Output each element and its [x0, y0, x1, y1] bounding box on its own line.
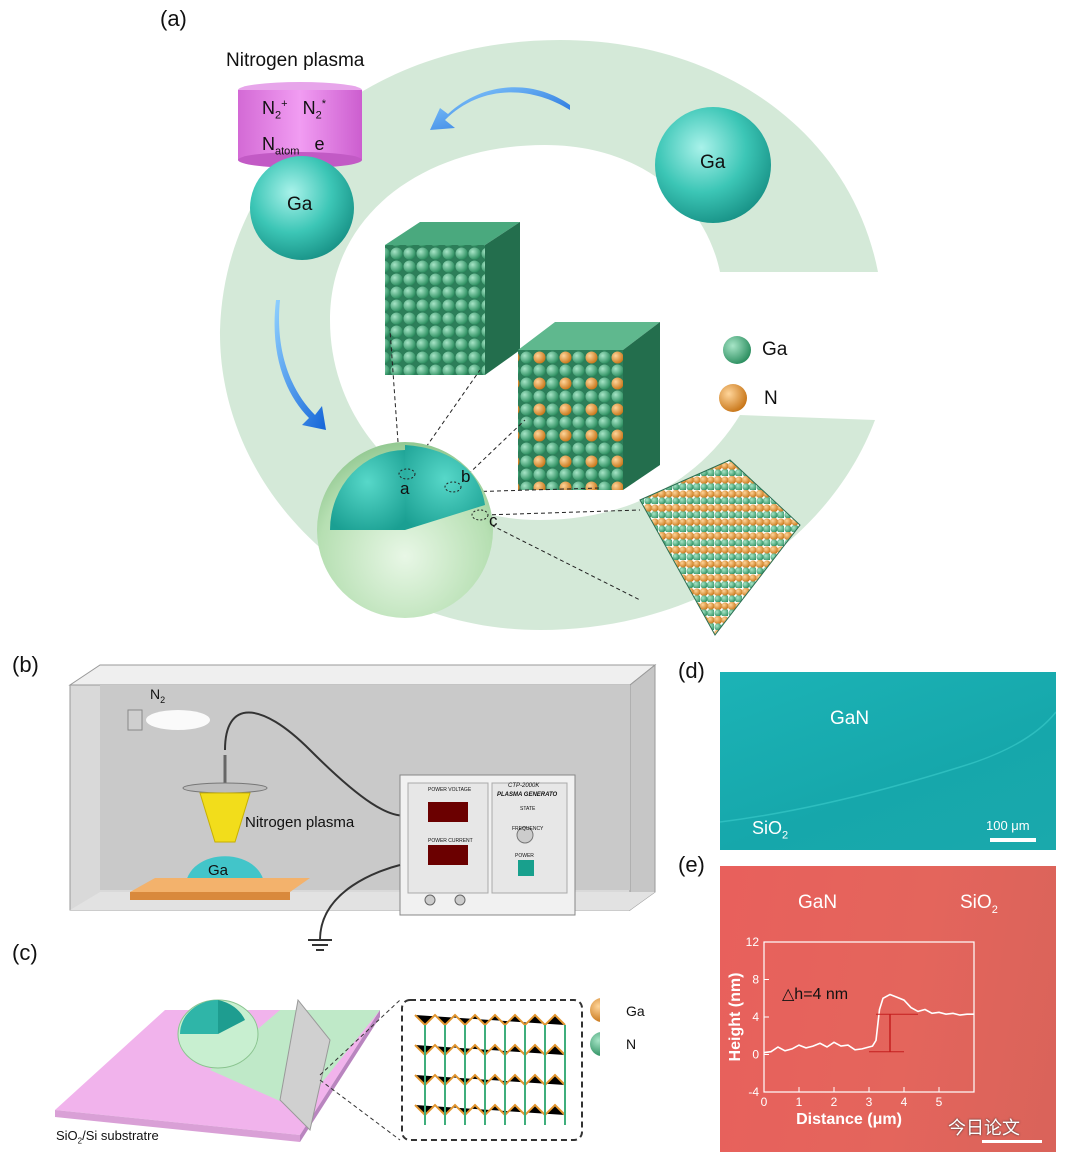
ga-atom-icon-c	[590, 998, 600, 1022]
power-voltage-label: POWER VOLTAGE	[428, 787, 472, 793]
x-tick-label: 0	[761, 1095, 768, 1109]
legend-n: N	[764, 388, 778, 409]
height-profile-line	[763, 993, 974, 1054]
panel-a-figure	[219, 40, 878, 636]
panel-a-label: (a)	[160, 6, 187, 31]
gan-label-e: GaN	[798, 892, 838, 913]
x-tick-label: 3	[866, 1095, 873, 1109]
y-tick-label: -4	[748, 1085, 759, 1099]
sio2-label-e: SiO2	[960, 892, 998, 916]
power-current-label: POWER CURRENT	[428, 838, 473, 844]
plasma-cone	[199, 792, 251, 843]
optical-image-d: GaN SiO2 100 μm	[720, 672, 1056, 850]
power-button[interactable]	[518, 860, 534, 876]
substrate-label: SiO2/Si substratre	[56, 1128, 159, 1146]
state-label: STATE	[520, 806, 536, 812]
y-tick-label: 8	[752, 973, 759, 987]
watermark: 今日论文	[948, 1118, 1020, 1138]
gan-film	[279, 998, 331, 1131]
n-atom-icon-c	[590, 1032, 600, 1056]
panel-b-setup	[68, 663, 657, 951]
device-title: CTP-2000K	[508, 783, 540, 789]
ga-droplet	[250, 156, 354, 260]
power-label: POWER	[515, 853, 534, 859]
arrow-icon	[430, 87, 570, 130]
y-tick-label: 0	[752, 1048, 759, 1062]
ga-droplet	[655, 107, 771, 223]
plasma-species: N2+ N2*	[262, 98, 326, 122]
device-name: PLASMA GENERATO	[497, 792, 558, 798]
gan-shell-cube	[518, 322, 660, 490]
ga-lattice-cube	[385, 222, 520, 375]
n-atom-icon	[719, 384, 747, 412]
ga-atom-icon	[723, 336, 751, 364]
ga-label-right: Ga	[700, 152, 726, 173]
x-tick-label: 4	[901, 1095, 908, 1109]
ga-label-b: Ga	[208, 862, 229, 879]
zoom-label-c: c	[489, 511, 498, 530]
x-axis-label: Distance (μm)	[796, 1111, 902, 1128]
scale-label-d: 100 μm	[986, 818, 1030, 833]
gan-surface-lattice	[639, 459, 801, 636]
scale-bar-e	[982, 1140, 1042, 1143]
x-tick-label: 2	[831, 1095, 838, 1109]
step-annotation: △h=4 nm	[782, 986, 849, 1003]
x-tick-label: 5	[936, 1095, 943, 1109]
y-tick-label: 12	[746, 935, 760, 949]
panel-c-figure	[55, 998, 600, 1142]
gas-label: N2	[150, 686, 166, 705]
plasma-title: Nitrogen plasma	[226, 50, 365, 71]
crystal-zoom-box	[401, 999, 583, 1141]
legend-c-n: N	[626, 1036, 637, 1052]
wurtzite-lattice	[414, 1013, 566, 1117]
panel-b-label: (b)	[12, 652, 39, 677]
zoom-label-b: b	[461, 467, 471, 486]
plasma-label-b: Nitrogen plasma	[245, 814, 355, 831]
plot-frame	[763, 941, 975, 1093]
panel-e-label: (e)	[678, 852, 705, 877]
scale-bar-d	[990, 838, 1036, 842]
panel-d-label: (d)	[678, 658, 705, 683]
frequency-label: FREQUENCY	[512, 826, 544, 832]
legend-c-ga: Ga	[626, 1003, 645, 1019]
panel-c-label: (c)	[12, 940, 38, 965]
sio2-label-d: SiO2	[752, 818, 789, 842]
n2-gas-jet	[146, 710, 210, 730]
x-tick-label: 1	[796, 1095, 803, 1109]
arrow-icon	[274, 300, 326, 430]
ga-label-left: Ga	[287, 194, 313, 215]
plasma-species-2: Natom e	[262, 134, 325, 158]
legend-ga: Ga	[762, 339, 788, 360]
y-axis-label: Height (nm)	[727, 973, 744, 1062]
y-tick-label: 4	[752, 1010, 759, 1024]
gan-label-d: GaN	[830, 708, 870, 729]
plasma-chamber	[238, 90, 362, 160]
zoom-label-a: a	[400, 479, 410, 498]
